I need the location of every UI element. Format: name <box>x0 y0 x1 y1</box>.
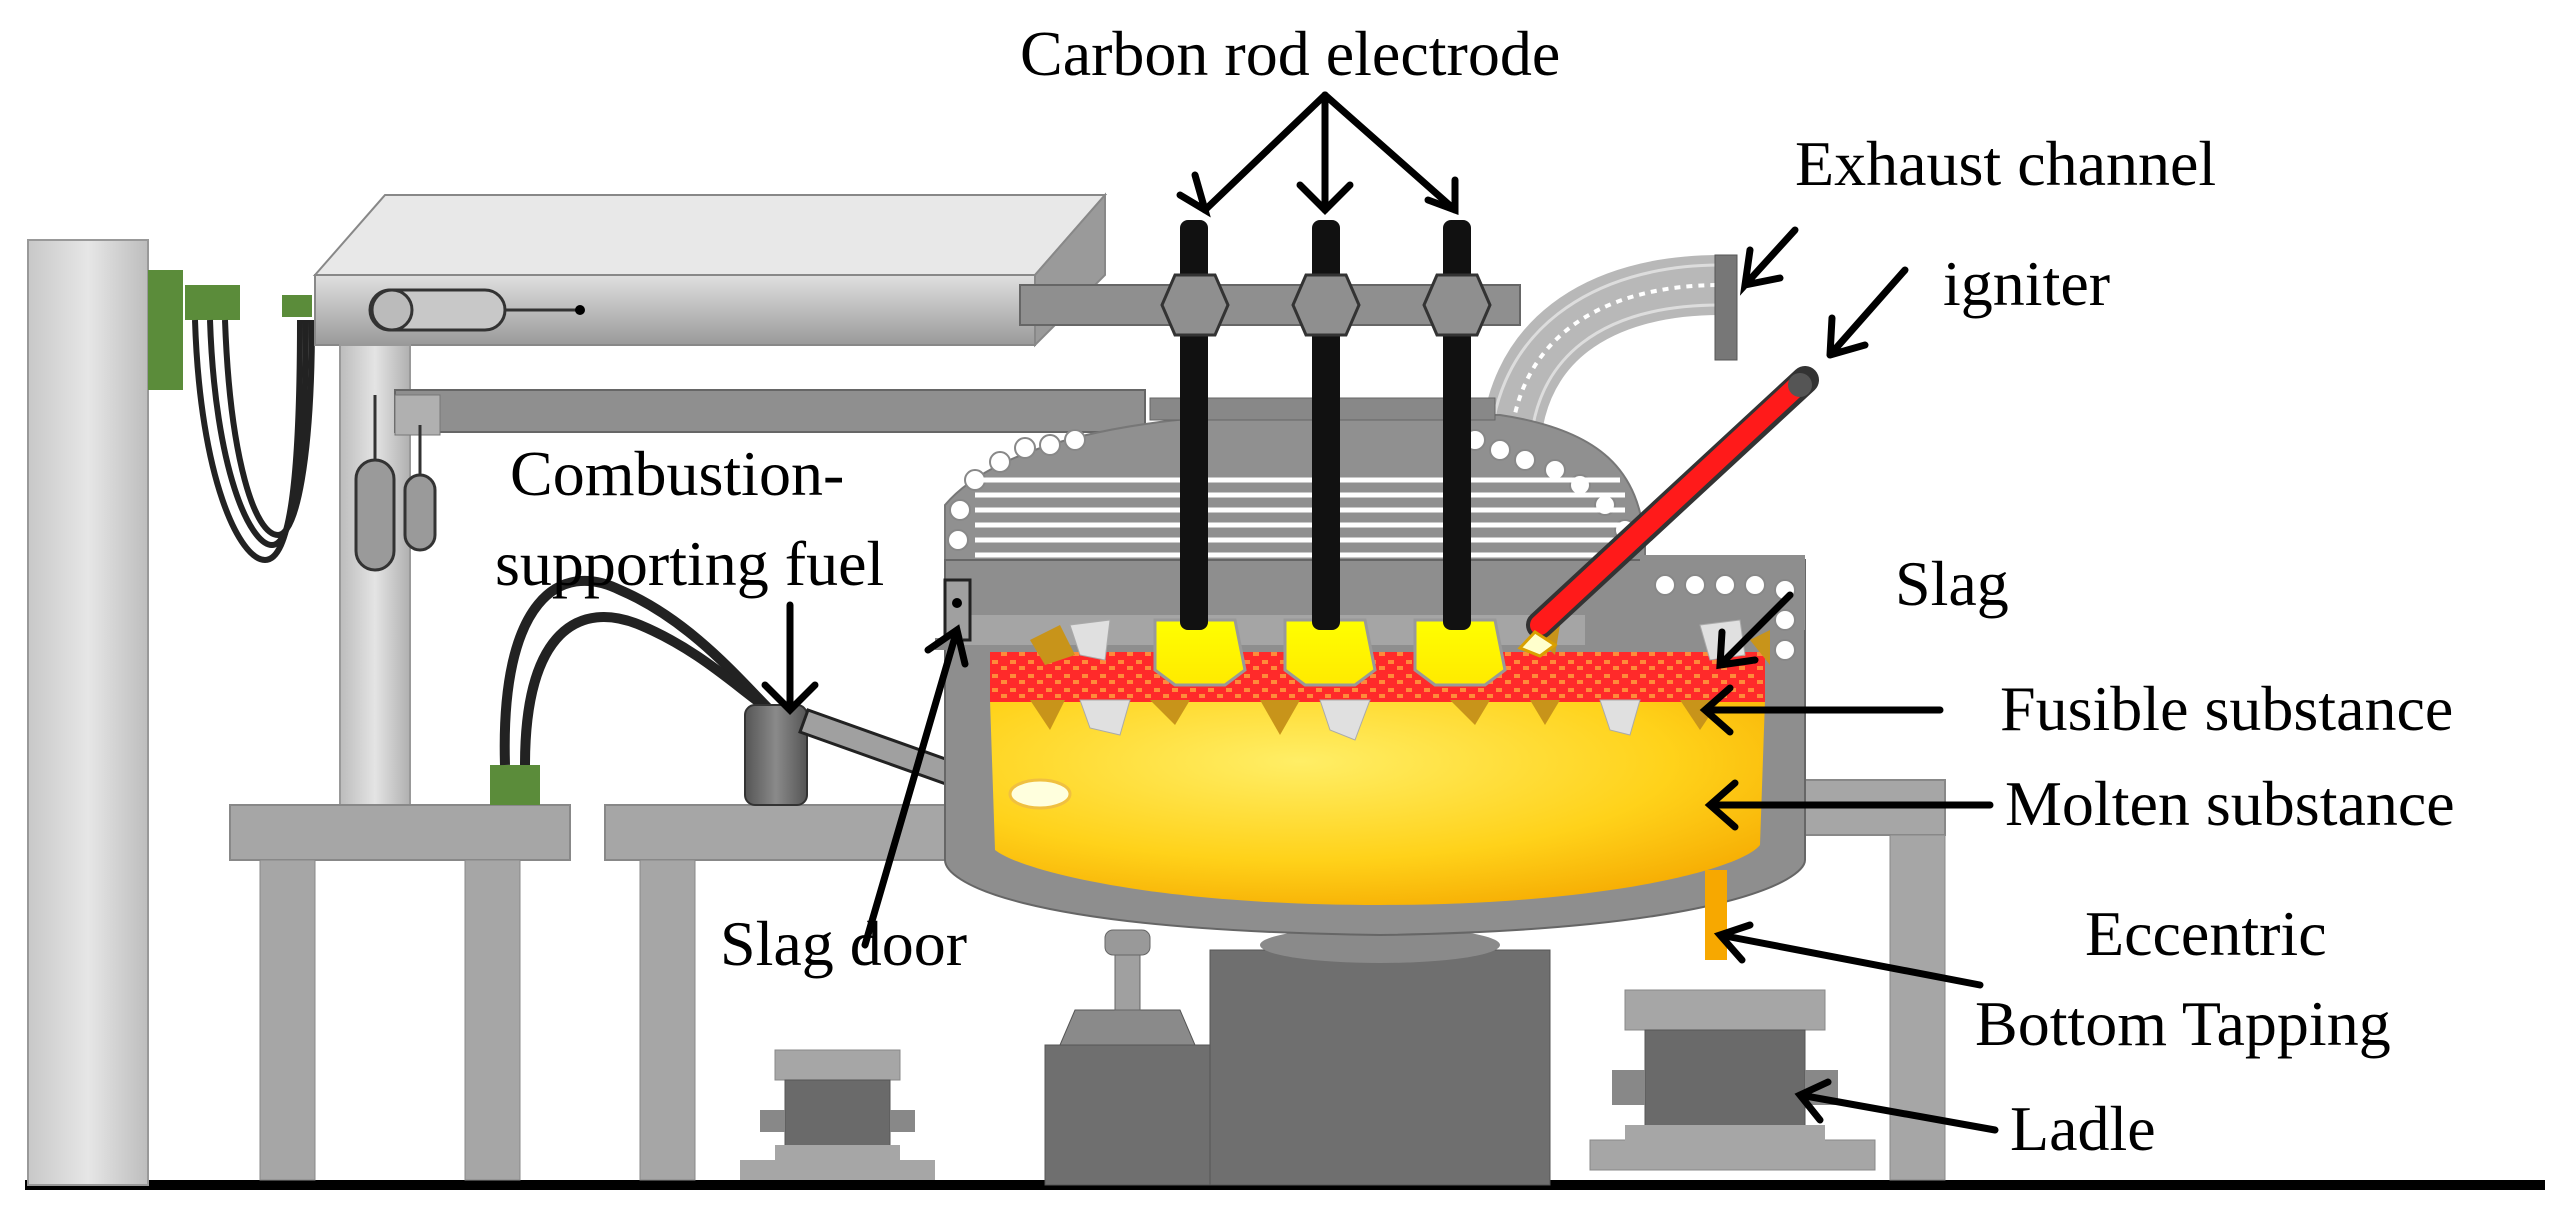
pedestal-top <box>1260 927 1500 963</box>
label-ladle: Ladle <box>2010 1093 2156 1164</box>
arc-flame-2 <box>1283 618 1377 687</box>
cable-mount-mid <box>185 285 240 320</box>
ladle-lug-l <box>1612 1070 1645 1105</box>
left-platform-leg-2 <box>464 859 521 1181</box>
label-slag: Slag <box>1895 548 2009 619</box>
hang-cylinder-1 <box>354 458 396 572</box>
slag-door-handle <box>952 598 962 608</box>
middle-table <box>604 804 966 861</box>
igniter-tip <box>1788 373 1812 397</box>
cable-mount-right <box>282 295 312 317</box>
label-exhaust-channel: Exhaust channel <box>1795 128 2216 199</box>
hanging-cables <box>192 319 315 564</box>
label-igniter: igniter <box>1943 248 2110 319</box>
label-molten-substance: Molten substance <box>2005 768 2455 839</box>
igniter-spark <box>1517 630 1558 658</box>
leader-lines <box>761 91 1999 1134</box>
burner-body <box>744 704 808 806</box>
ladle-cart-top <box>1624 989 1826 1031</box>
furnace-pedestal <box>1209 949 1551 1186</box>
small-cart-plate <box>775 1145 900 1163</box>
left-platform <box>229 804 571 861</box>
small-cart-body <box>784 1079 891 1151</box>
right-table-leg <box>1889 834 1946 1181</box>
ladle-body <box>1644 1029 1806 1136</box>
small-cart-top <box>774 1049 901 1081</box>
rod-pin <box>575 305 585 315</box>
exhaust-flange <box>1714 254 1738 361</box>
burner-flame <box>1008 778 1072 810</box>
lower-arm <box>394 389 1146 433</box>
arm-bracket <box>394 394 441 436</box>
molten-substance <box>990 700 1765 905</box>
label-eccentric-line2: Bottom Tapping <box>1975 988 2391 1059</box>
slag-layer <box>990 652 1765 702</box>
left-pillar <box>27 239 149 1186</box>
label-carbon-rod-electrode: Carbon rod electrode <box>1020 18 1560 89</box>
label-combustion-line2: supporting fuel <box>495 528 884 599</box>
arc-flame-1 <box>1153 618 1247 687</box>
cylinder-end <box>370 288 414 332</box>
eccentric-tap <box>1705 870 1727 960</box>
hydraulic-ram-head <box>1104 929 1151 956</box>
left-platform-leg-1 <box>259 859 316 1181</box>
arc-flame-3 <box>1413 618 1507 687</box>
ladle-cart-plate <box>1625 1125 1825 1145</box>
top-beam-top <box>312 194 1108 276</box>
small-cart-lug-l <box>760 1110 785 1132</box>
label-slag-door: Slag door <box>720 908 967 979</box>
small-cart-lug-r <box>890 1110 915 1132</box>
electrode-clamps <box>1160 273 1492 337</box>
label-eccentric-line1: Eccentric <box>2085 898 2327 969</box>
hydraulic-unit <box>1044 1044 1211 1186</box>
cable-mount-left <box>148 270 183 390</box>
top-beam-front <box>314 274 1036 346</box>
fuel-hoses <box>499 575 774 766</box>
small-cart-base <box>740 1160 935 1180</box>
label-fusible-substance: Fusible substance <box>2000 673 2453 744</box>
igniter <box>1517 366 1819 658</box>
label-combustion-line1: Combustion- <box>510 438 844 509</box>
middle-table-leg <box>639 859 696 1181</box>
hydraulic-ram <box>1114 944 1141 1011</box>
fuel-hose-mount <box>490 765 540 805</box>
hydraulic-cap <box>1059 1009 1196 1046</box>
hang-cylinder-2 <box>403 473 437 552</box>
